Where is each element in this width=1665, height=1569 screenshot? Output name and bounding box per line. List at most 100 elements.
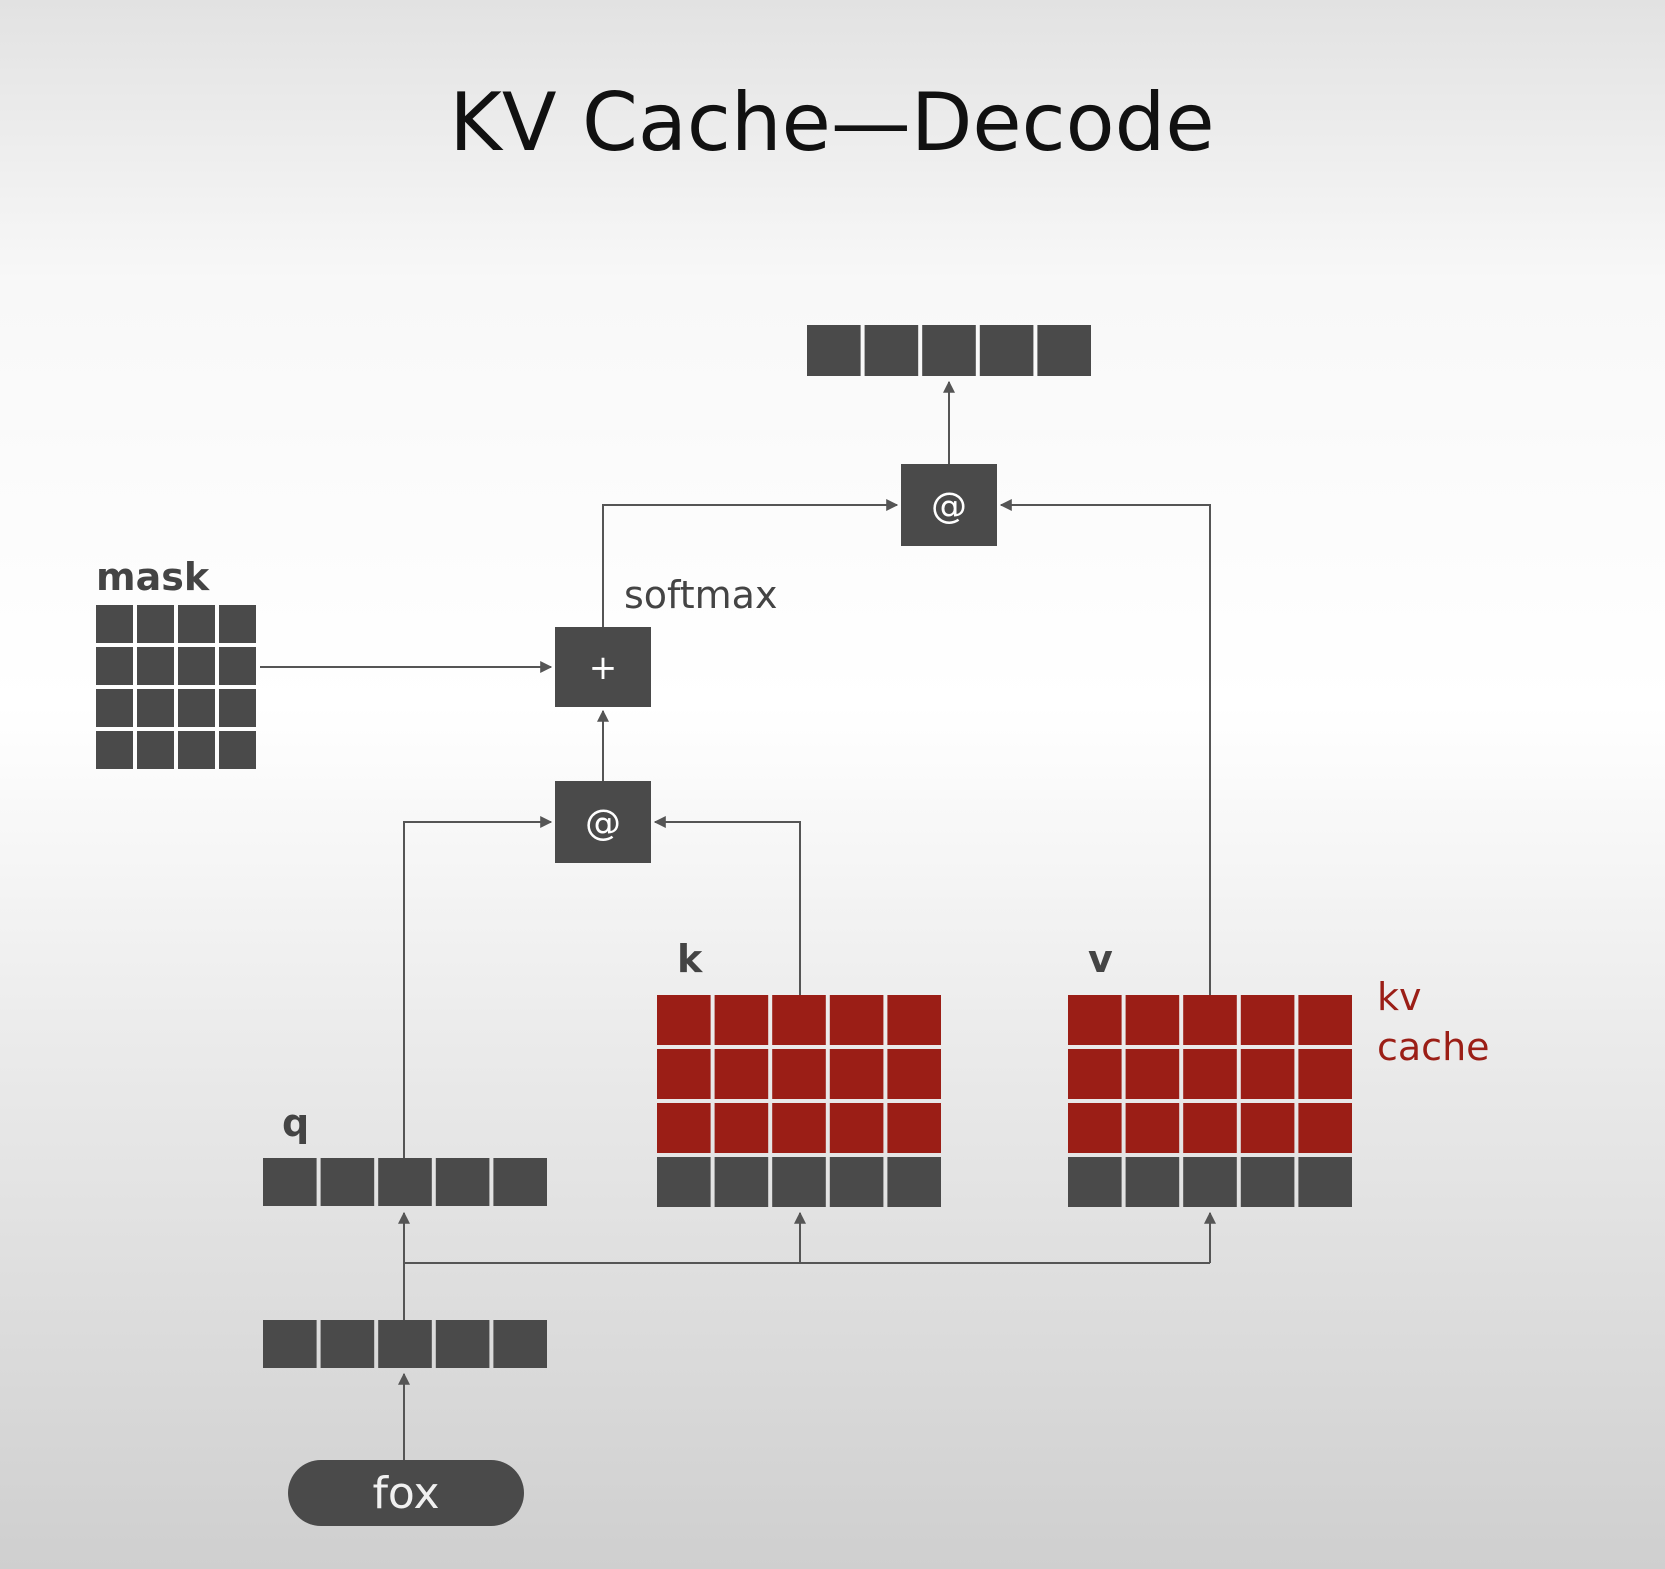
mask-matrix-cell [178, 689, 215, 727]
op-add-symbol: + [589, 648, 618, 688]
k-matrix-cell [829, 1049, 884, 1099]
embedding-vector-cell [435, 1320, 490, 1368]
output-vector-cell [922, 325, 976, 376]
k-label: k [677, 937, 703, 981]
output-vector [807, 325, 1091, 376]
v-matrix-cell [1183, 1157, 1237, 1207]
kv-cache-label-line1: kv [1377, 975, 1422, 1019]
mask-matrix [96, 605, 256, 769]
tensor-grids [96, 325, 1352, 1368]
k-matrix [657, 995, 941, 1207]
mask-matrix-cell [178, 731, 215, 769]
v-matrix-cell [1068, 995, 1122, 1045]
connector-arrows [260, 380, 1216, 1460]
mask-matrix-cell [219, 731, 256, 769]
v-matrix-cell [1183, 1103, 1237, 1153]
k-matrix-cell [887, 995, 941, 1045]
embedding-vector-cell [320, 1320, 375, 1368]
embedding-vector [263, 1320, 547, 1368]
v-matrix-cell [1240, 1157, 1295, 1207]
v-matrix-cell [1125, 1103, 1180, 1153]
mask-matrix-cell [137, 647, 174, 685]
k-matrix-cell [714, 1157, 769, 1207]
v-matrix [1068, 995, 1352, 1207]
embedding-vector-cell [378, 1320, 432, 1368]
embedding-vector-cell [493, 1320, 547, 1368]
v-matrix-cell [1240, 1103, 1295, 1153]
k-matrix-cell [714, 1049, 769, 1099]
q-vector-cell [493, 1158, 547, 1206]
op-matmul-qk-symbol: @ [585, 803, 621, 844]
q-vector-cell [263, 1158, 317, 1206]
output-vector-cell [864, 325, 919, 376]
k-matrix-cell [714, 1103, 769, 1153]
mask-matrix-cell [96, 731, 133, 769]
v-matrix-cell [1240, 1049, 1295, 1099]
v-matrix-cell [1183, 1049, 1237, 1099]
mask-matrix-cell [219, 647, 256, 685]
v-matrix-cell [1298, 995, 1352, 1045]
q-vector-cell [435, 1158, 490, 1206]
v-label: v [1088, 937, 1113, 981]
arrow-k-to-matmul [653, 816, 801, 995]
k-matrix-cell [887, 1049, 941, 1099]
v-matrix-cell [1125, 1157, 1180, 1207]
k-matrix-cell [772, 995, 826, 1045]
v-matrix-cell [1068, 1103, 1122, 1153]
q-label: q [282, 1101, 309, 1145]
mask-matrix-cell [96, 689, 133, 727]
op-matmul-qk: @ [555, 781, 651, 863]
mask-matrix-cell [137, 731, 174, 769]
v-matrix-cell [1068, 1157, 1122, 1207]
v-matrix-cell [1298, 1049, 1352, 1099]
mask-matrix-cell [96, 647, 133, 685]
arrow-softmax-to-matmul [602, 499, 899, 627]
k-matrix-cell [772, 1049, 826, 1099]
kv-cache-label-line2: cache [1377, 1025, 1490, 1069]
k-matrix-cell [829, 995, 884, 1045]
mask-matrix-cell [219, 689, 256, 727]
k-matrix-cell [657, 1049, 711, 1099]
k-matrix-cell [829, 1157, 884, 1207]
arrow-v-to-matmul [999, 499, 1211, 995]
k-matrix-cell [887, 1103, 941, 1153]
q-vector [263, 1158, 547, 1206]
v-matrix-cell [1068, 1049, 1122, 1099]
k-matrix-cell [657, 995, 711, 1045]
q-vector-cell [320, 1158, 375, 1206]
k-matrix-cell [772, 1157, 826, 1207]
embedding-vector-cell [263, 1320, 317, 1368]
op-add-mask: + [555, 627, 651, 707]
k-matrix-cell [714, 995, 769, 1045]
v-matrix-cell [1240, 995, 1295, 1045]
v-matrix-cell [1298, 1157, 1352, 1207]
mask-matrix-cell [137, 689, 174, 727]
k-matrix-cell [657, 1157, 711, 1207]
output-vector-cell [1037, 325, 1091, 376]
mask-matrix-cell [137, 605, 174, 643]
mask-matrix-cell [96, 605, 133, 643]
op-matmul-output: @ [901, 464, 997, 546]
v-matrix-cell [1125, 995, 1180, 1045]
v-matrix-cell [1298, 1103, 1352, 1153]
v-matrix-cell [1183, 995, 1237, 1045]
output-vector-cell [979, 325, 1034, 376]
input-token-fox: fox [288, 1460, 524, 1526]
mask-matrix-cell [219, 605, 256, 643]
v-matrix-cell [1125, 1049, 1180, 1099]
output-vector-cell [807, 325, 861, 376]
diagram-title: KV Cache—Decode [449, 76, 1214, 169]
input-token-text: fox [372, 1468, 439, 1519]
mask-matrix-cell [178, 647, 215, 685]
mask-matrix-cell [178, 605, 215, 643]
softmax-label: softmax [624, 573, 777, 617]
k-matrix-cell [772, 1103, 826, 1153]
arrow-q-to-matmul [403, 816, 553, 1158]
mask-label: mask [96, 555, 210, 599]
op-matmul-output-symbol: @ [931, 486, 967, 527]
k-matrix-cell [829, 1103, 884, 1153]
k-matrix-cell [887, 1157, 941, 1207]
k-matrix-cell [657, 1103, 711, 1153]
q-vector-cell [378, 1158, 432, 1206]
